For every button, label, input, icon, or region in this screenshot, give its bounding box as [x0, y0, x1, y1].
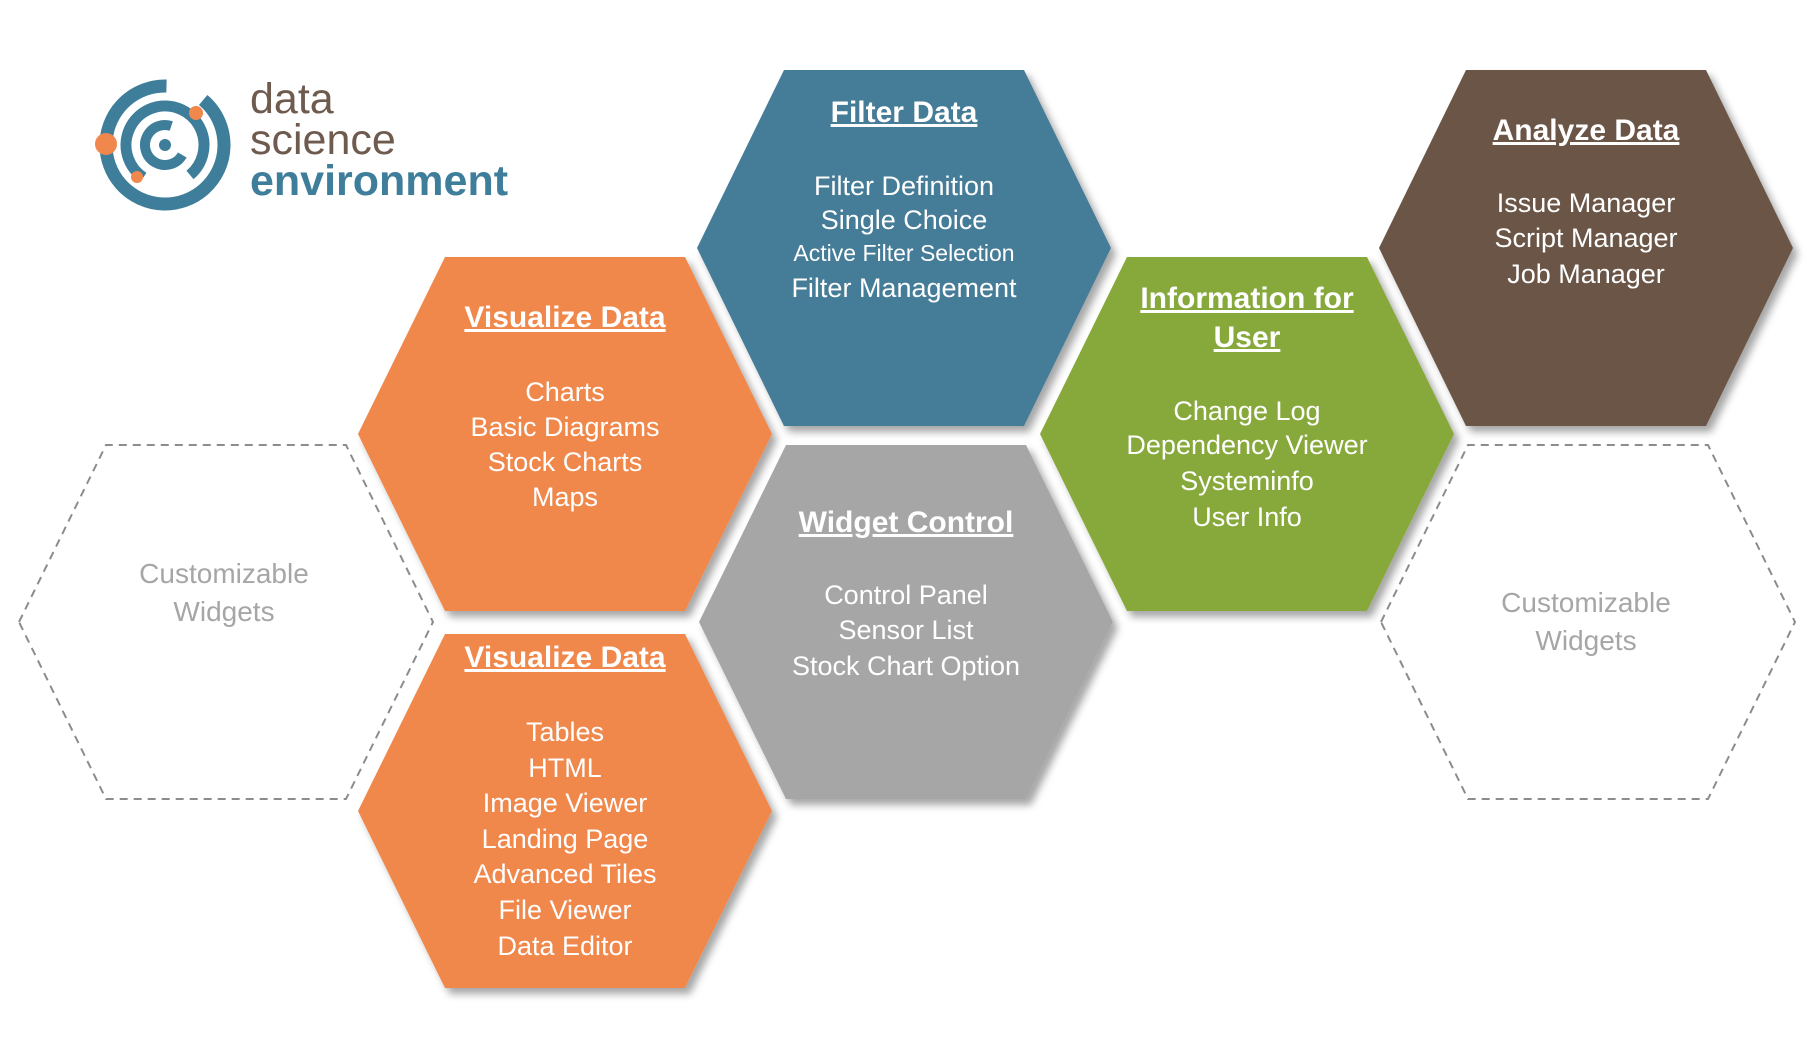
analyze-item-job-manager: Job Manager [1507, 259, 1665, 289]
information-title-line1: Information for [1140, 282, 1354, 315]
customizable-right-line2: Widgets [1535, 625, 1636, 656]
visualize-item-maps: Maps [532, 482, 598, 512]
filter-item-active-filter-selection: Active Filter Selection [793, 240, 1014, 266]
visualize-data-title: Visualize Data [464, 301, 666, 334]
hex-analyze-data: Analyze Data Issue Manager Script Manage… [1379, 70, 1793, 426]
information-title-line2: User [1214, 321, 1281, 354]
filter-data-title: Filter Data [831, 96, 978, 129]
logo-word-environment: environment [250, 157, 508, 205]
visualize-item-landing-page: Landing Page [482, 824, 649, 854]
analyze-item-issue-manager: Issue Manager [1497, 188, 1676, 218]
analyze-data-title: Analyze Data [1493, 114, 1680, 147]
visualize-item-stock-charts: Stock Charts [488, 447, 643, 477]
widget-control-title: Widget Control [799, 506, 1014, 539]
hex-visualize-data-charts: Visualize Data Charts Basic Diagrams Sto… [358, 257, 772, 611]
visualize-item-charts: Charts [525, 377, 605, 407]
visualize-item-advanced-tiles: Advanced Tiles [473, 859, 656, 889]
info-item-dependency-viewer: Dependency Viewer [1126, 430, 1367, 460]
analyze-item-script-manager: Script Manager [1494, 223, 1677, 253]
hex-widget-control: Widget Control Control Panel Sensor List… [699, 445, 1113, 799]
hex-filter-data: Filter Data Filter Definition Single Cho… [697, 70, 1111, 426]
hex-customizable-right: Customizable Widgets [1379, 444, 1797, 800]
visualize-item-image-viewer: Image Viewer [483, 788, 648, 818]
hex-customizable-left: Customizable Widgets [17, 444, 435, 800]
info-item-user-info: User Info [1192, 502, 1302, 532]
visualize-item-tables: Tables [526, 717, 604, 747]
customizable-left-line1: Customizable [139, 558, 309, 589]
hex-visualize-data-tables: Visualize Data Tables HTML Image Viewer … [358, 634, 772, 988]
filter-item-filter-definition: Filter Definition [814, 171, 994, 201]
logo-icon [95, 79, 231, 211]
filter-item-single-choice: Single Choice [821, 205, 988, 235]
visualize-item-html: HTML [528, 753, 602, 783]
customizable-right-line1: Customizable [1501, 587, 1671, 618]
logo: data science environment [95, 75, 508, 211]
visualize-item-file-viewer: File Viewer [498, 895, 631, 925]
logo-word-science: science [250, 116, 396, 164]
customizable-left-line2: Widgets [173, 596, 274, 627]
visualize-data-title-2: Visualize Data [464, 641, 666, 674]
widget-item-sensor-list: Sensor List [838, 615, 974, 645]
visualize-item-data-editor: Data Editor [497, 931, 632, 961]
logo-word-data: data [250, 75, 334, 123]
info-item-change-log: Change Log [1173, 396, 1320, 426]
filter-item-filter-management: Filter Management [791, 273, 1017, 303]
widget-item-control-panel: Control Panel [824, 580, 988, 610]
visualize-item-basic-diagrams: Basic Diagrams [470, 412, 659, 442]
hex-information-for-user: Information for User Change Log Dependen… [1040, 257, 1454, 611]
widget-item-stock-chart-option: Stock Chart Option [792, 651, 1020, 681]
info-item-systeminfo: Systeminfo [1180, 466, 1314, 496]
